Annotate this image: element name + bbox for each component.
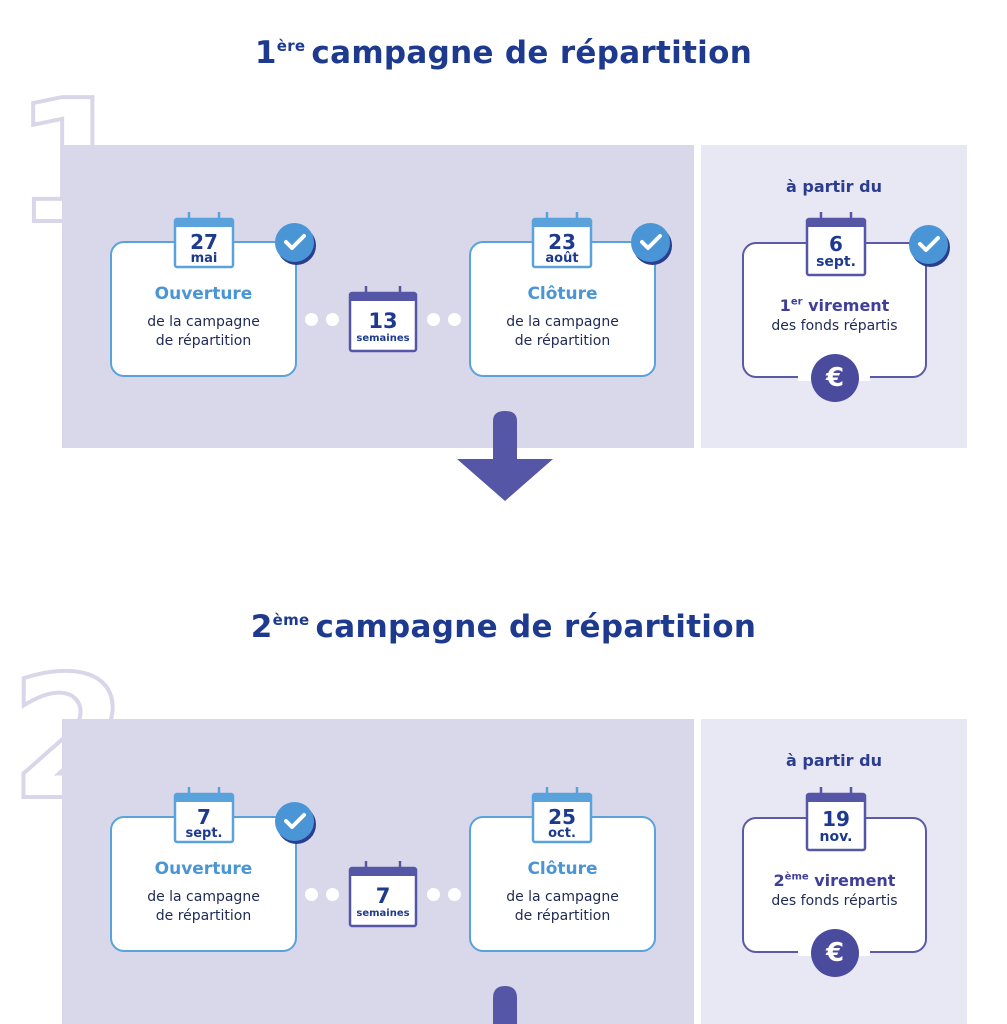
calendar-icon: 25 oct.: [531, 786, 593, 844]
calendar-icon: 19 nov.: [805, 786, 867, 852]
closing-month: oct.: [548, 826, 576, 841]
calendar-icon: 13 semaines: [348, 285, 418, 353]
opening-line2: de répartition: [155, 908, 252, 924]
closing-day: 25: [548, 805, 576, 829]
euro-icon: €: [811, 929, 859, 977]
duration-value: 7: [375, 884, 391, 908]
closing-day: 23: [548, 230, 576, 254]
dot: [305, 888, 318, 901]
closing-heading: Clôture: [527, 284, 598, 304]
calendar-icon: 27 mai: [173, 211, 235, 269]
opening-line1: de la campagne: [147, 889, 260, 905]
duration-value: 13: [368, 309, 398, 333]
opening-month: sept.: [185, 826, 223, 841]
payment-line: des fonds répartis: [771, 318, 898, 334]
closing-line2: de répartition: [514, 908, 611, 924]
payment-month: sept.: [816, 254, 856, 270]
check-icon: [631, 223, 670, 262]
calendar-icon: 6 sept.: [805, 211, 867, 277]
payment-day: 19: [822, 807, 850, 831]
euro-icon: €: [811, 354, 859, 402]
opening-day: 27: [190, 230, 218, 254]
calendar-icon: 7 sept.: [173, 786, 235, 844]
opening-line2: de répartition: [155, 333, 252, 349]
dot: [427, 313, 440, 326]
opening-day: 7: [197, 805, 211, 829]
dot: [448, 313, 461, 326]
dot: [326, 888, 339, 901]
from-label: à partir du: [786, 751, 882, 770]
from-label: à partir du: [786, 177, 882, 196]
dot: [326, 313, 339, 326]
opening-line1: de la campagne: [147, 314, 260, 330]
opening-heading: Ouverture: [154, 284, 253, 304]
closing-line1: de la campagne: [506, 889, 619, 905]
opening-month: mai: [190, 251, 218, 266]
duration-unit: semaines: [356, 333, 410, 344]
check-icon: [275, 223, 314, 262]
payment-heading: 1er virement: [779, 296, 890, 315]
duration-unit: semaines: [356, 908, 410, 919]
down-arrow-icon: [457, 411, 553, 501]
payment-heading: 2ème virement: [773, 871, 896, 890]
calendar-icon: 7 semaines: [348, 860, 418, 928]
closing-month: août: [545, 251, 579, 266]
calendar-icon: 23 août: [531, 211, 593, 269]
dotted-divider: [695, 145, 700, 448]
payment-line: des fonds répartis: [771, 893, 898, 909]
closing-heading: Clôture: [527, 859, 598, 879]
dotted-divider: [695, 719, 700, 1024]
dot: [305, 313, 318, 326]
dot: [448, 888, 461, 901]
dot: [427, 888, 440, 901]
closing-line2: de répartition: [514, 333, 611, 349]
opening-heading: Ouverture: [154, 859, 253, 879]
payment-day: 6: [829, 232, 843, 256]
down-arrow-icon: [493, 986, 517, 1024]
check-icon: [909, 225, 948, 264]
payment-month: nov.: [819, 829, 853, 845]
closing-line1: de la campagne: [506, 314, 619, 330]
check-icon: [275, 802, 314, 841]
